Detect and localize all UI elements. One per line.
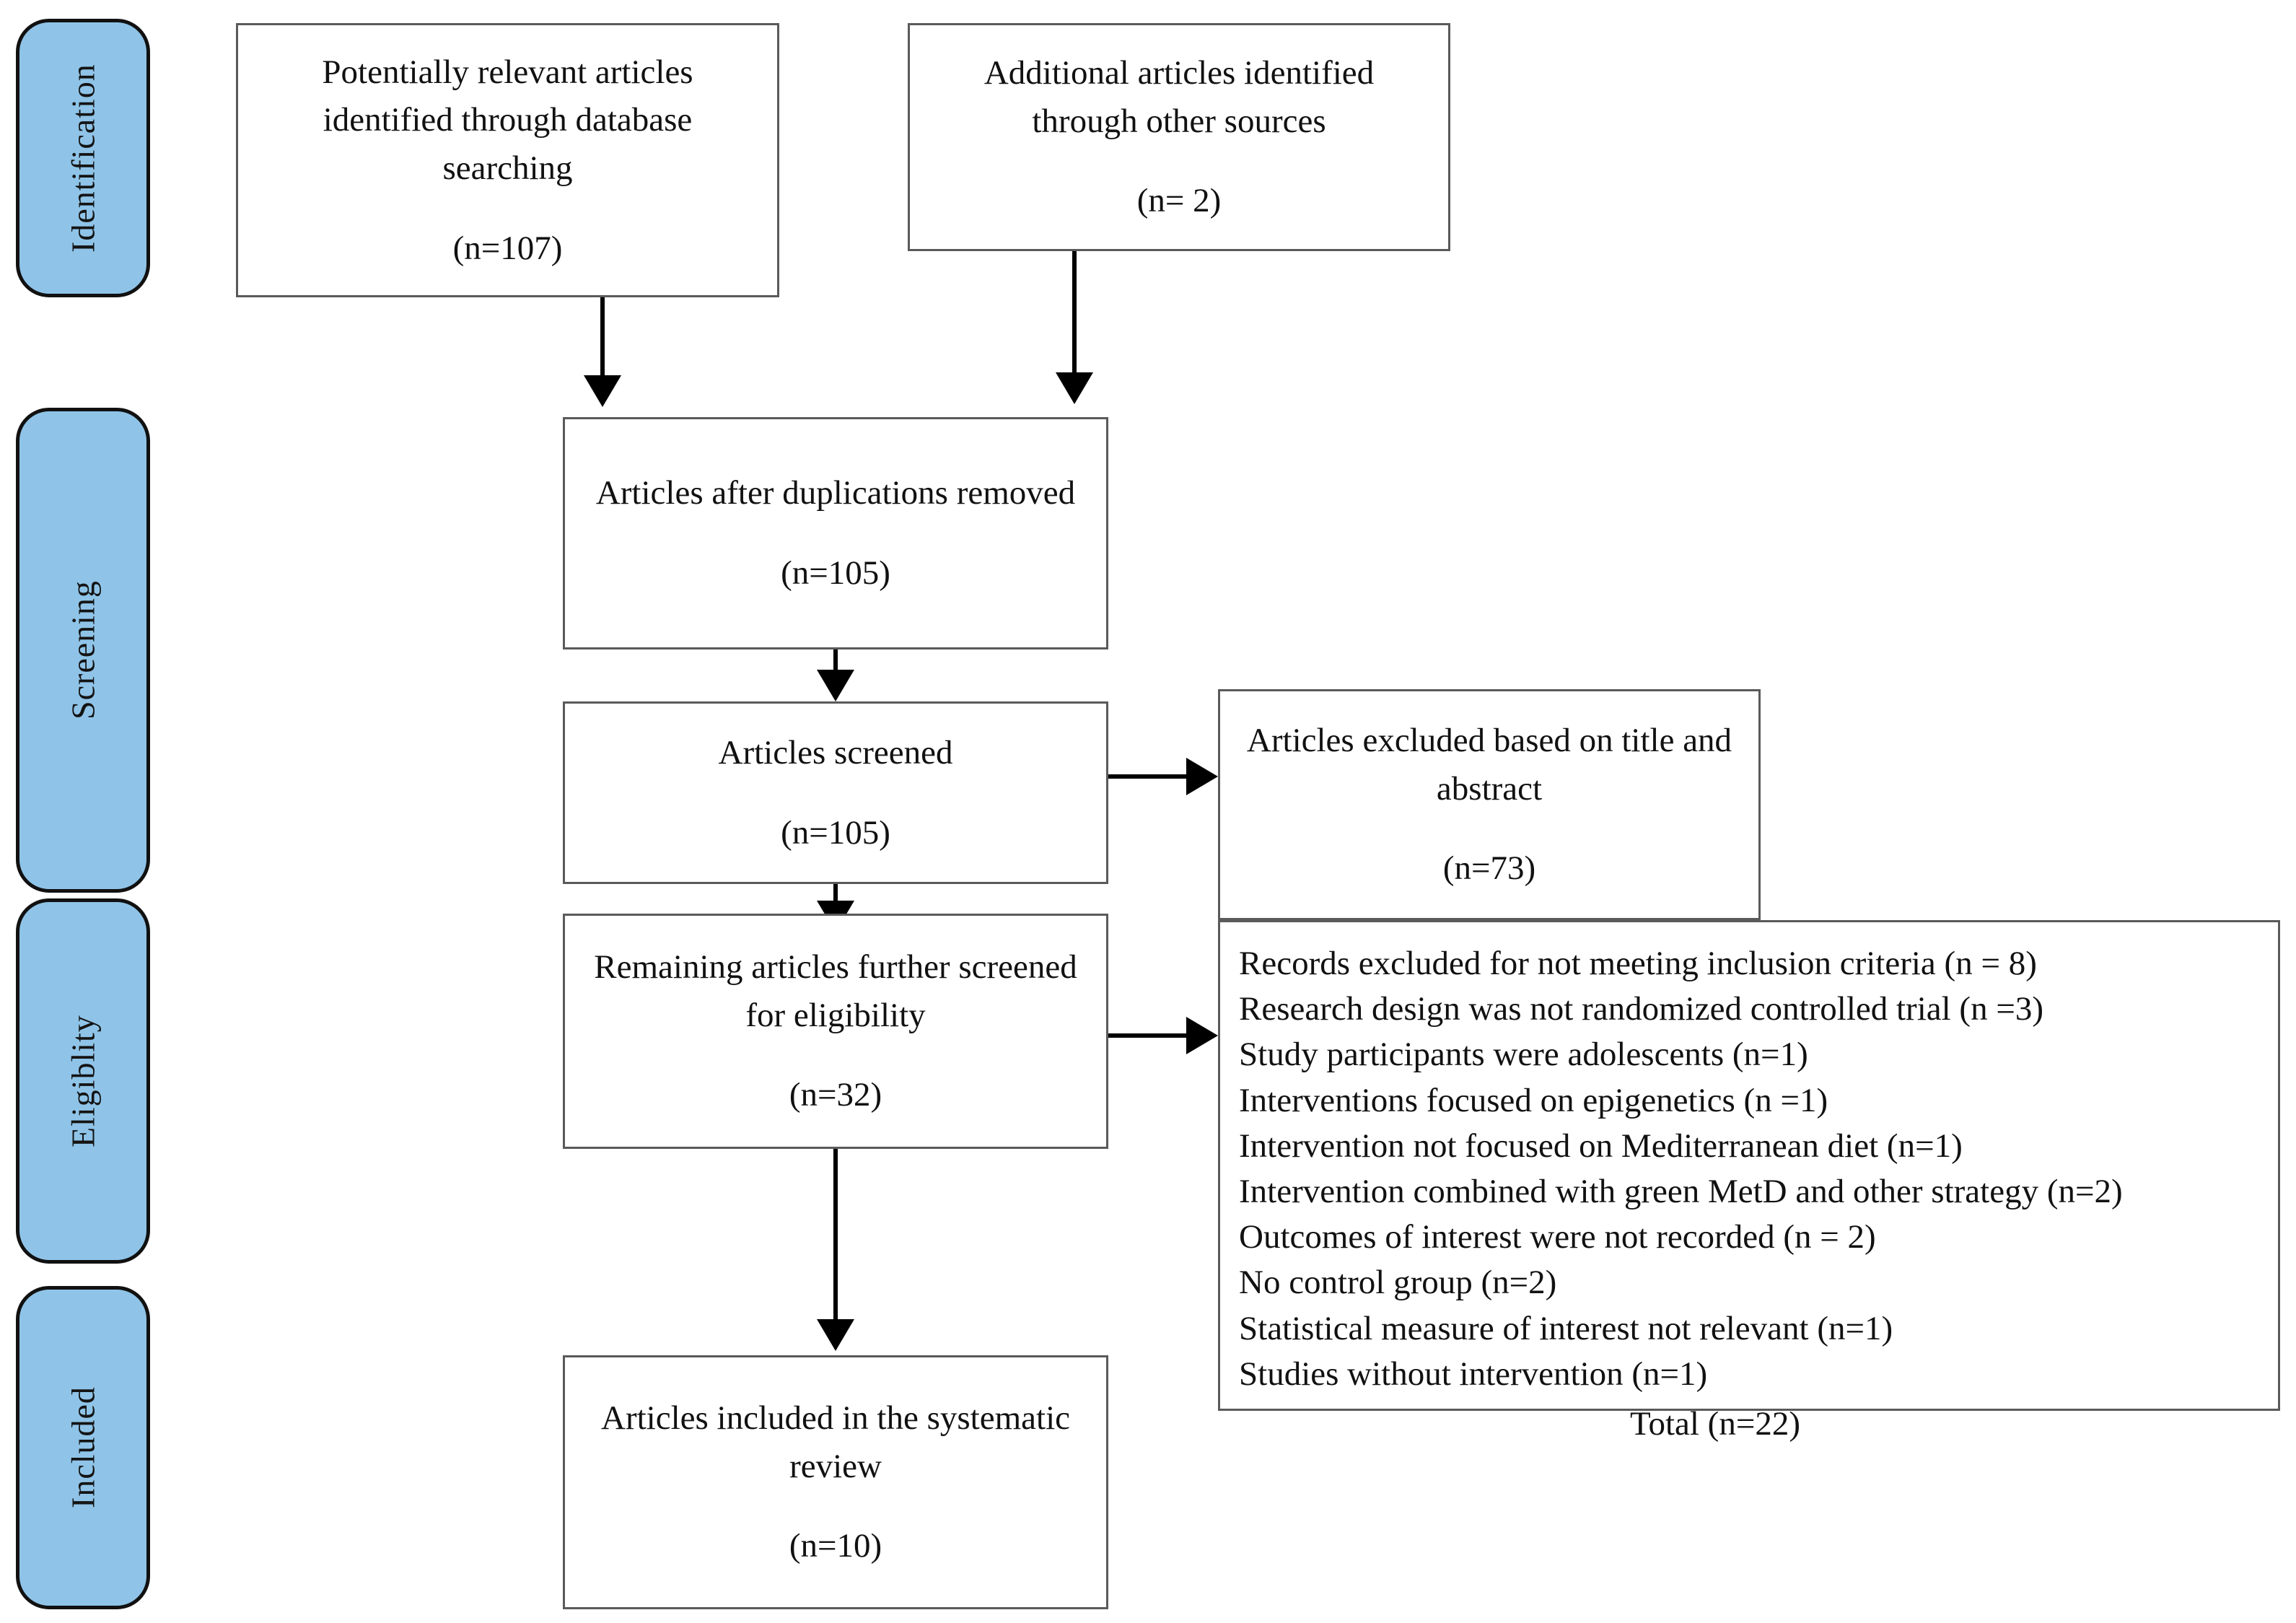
connector-database-to-duplicates-line	[600, 297, 605, 377]
box-exclusion-reasons: Records excluded for not meeting inclusi…	[1218, 920, 2280, 1443]
box-other-sources: Additional articles identified through o…	[908, 23, 1450, 251]
connector-database-to-duplicates-arrow	[584, 375, 621, 407]
box-articles-screened-count: (n=105)	[781, 813, 890, 852]
connector-duplicates-to-screened-arrow	[817, 670, 854, 701]
exclusion-reason-item: Study participants were adolescents (n=1…	[1239, 1036, 1808, 1074]
connector-eligibility-to-reasons-line	[1108, 1033, 1189, 1038]
connector-duplicates-to-screened-line	[833, 649, 838, 673]
connector-other-to-duplicates-line	[1072, 251, 1077, 374]
box-eligibility-screen: Remaining articles further screened for …	[563, 914, 1108, 1149]
connector-screened-to-excluded-arrow	[1186, 758, 1218, 795]
box-database-search: Potentially relevant articles identified…	[236, 23, 779, 297]
box-after-duplicates-count: (n=105)	[781, 554, 890, 592]
stage-label-included-text: Included	[64, 1386, 102, 1509]
stage-label-screening: Screening	[16, 408, 150, 893]
exclusion-reason-item: Intervention combined with green MetD an…	[1239, 1173, 2123, 1211]
exclusion-reason-item: Records excluded for not meeting inclusi…	[1239, 945, 2037, 982]
stage-label-identification: Identification	[16, 19, 150, 297]
stage-label-eligibility-text: Eligiblity	[64, 1015, 102, 1147]
exclusion-reason-item: Intervention not focused on Mediterranea…	[1239, 1127, 1963, 1165]
connector-screened-to-excluded-line	[1108, 774, 1189, 779]
box-database-search-count: (n=107)	[452, 229, 563, 267]
connector-screened-to-eligibility-line	[833, 884, 838, 904]
stage-label-eligibility: Eligiblity	[16, 898, 150, 1264]
box-articles-screened: Articles screened (n=105)	[563, 701, 1108, 884]
box-after-duplicates-title: Articles after duplications removed	[595, 474, 1076, 512]
stage-label-screening-text: Screening	[64, 580, 102, 720]
exclusion-reason-item: Statistical measure of interest not rele…	[1239, 1309, 1893, 1347]
box-excluded-title-abstract-count: (n=73)	[1442, 849, 1536, 888]
box-other-sources-count: (n= 2)	[1136, 182, 1222, 220]
connector-eligibility-to-included-arrow	[817, 1319, 854, 1351]
box-other-sources-title: Additional articles identified through o…	[983, 53, 1375, 140]
box-included-review-count: (n=10)	[789, 1527, 882, 1565]
box-articles-screened-title: Articles screened	[718, 733, 953, 771]
box-excluded-title-abstract-title: Articles excluded based on title and abs…	[1246, 721, 1732, 808]
box-after-duplicates: Articles after duplications removed (n=1…	[563, 417, 1108, 649]
stage-label-identification-text: Identification	[64, 64, 102, 253]
connector-eligibility-to-included-line	[833, 1149, 838, 1322]
box-included-review: Articles included in the systematic revi…	[563, 1355, 1108, 1609]
box-eligibility-screen-title: Remaining articles further screened for …	[594, 948, 1077, 1034]
stage-label-included: Included	[16, 1286, 150, 1609]
exclusion-reason-item: Research design was not randomized contr…	[1239, 990, 2043, 1028]
exclusion-reason-item: Interventions focused on epigenetics (n …	[1239, 1081, 1828, 1119]
exclusion-reasons-total: Total (n=22)	[1630, 1405, 1800, 1443]
box-included-review-title: Articles included in the systematic revi…	[601, 1399, 1070, 1485]
box-eligibility-screen-count: (n=32)	[789, 1076, 882, 1114]
connector-other-to-duplicates-arrow	[1056, 372, 1093, 404]
exclusion-reason-item: Outcomes of interest were not recorded (…	[1239, 1218, 1876, 1256]
exclusion-reason-item: Studies without intervention (n=1)	[1239, 1355, 1708, 1393]
box-excluded-title-abstract: Articles excluded based on title and abs…	[1218, 689, 1761, 920]
connector-eligibility-to-reasons-arrow	[1186, 1017, 1218, 1054]
exclusion-reason-item: No control group (n=2)	[1239, 1264, 1557, 1302]
box-database-search-title: Potentially relevant articles identified…	[322, 53, 693, 187]
